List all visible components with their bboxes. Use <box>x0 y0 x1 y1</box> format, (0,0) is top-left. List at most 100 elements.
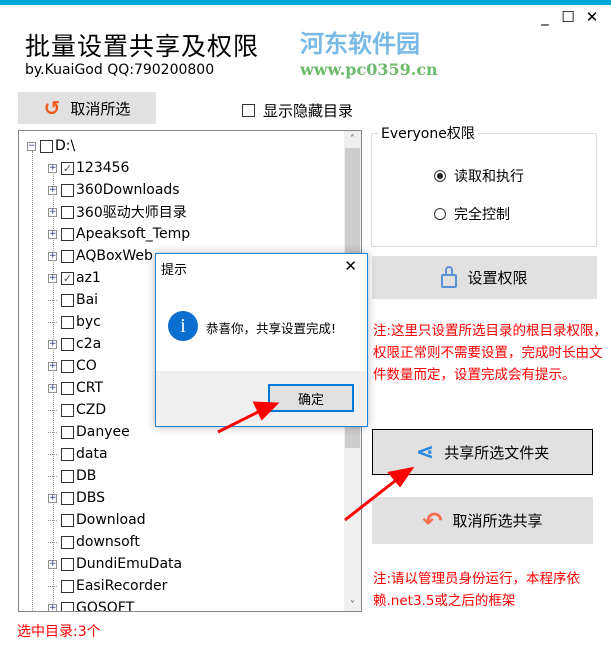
tree-item[interactable]: data <box>48 444 108 464</box>
dialog-title: 提示 <box>161 263 188 278</box>
tree-item[interactable]: +DBS <box>48 488 105 508</box>
checkbox[interactable] <box>61 579 74 593</box>
tree-item[interactable]: + GQSOFT <box>48 598 135 612</box>
radio-read-execute[interactable]: 读取和执行 <box>434 166 524 186</box>
tree-item[interactable]: EasiRecorder <box>48 576 167 596</box>
tree-item-label: Danyee <box>76 424 130 440</box>
checkbox[interactable]: ✓ <box>61 271 74 285</box>
checkbox[interactable] <box>61 425 74 439</box>
tree-item-label: Download <box>76 512 146 528</box>
tree-item-label: GQSOFT <box>76 600 135 612</box>
expand-icon[interactable]: + <box>48 228 57 239</box>
tree-connector <box>48 453 57 455</box>
cancel-selection-label: 取消所选 <box>70 99 131 118</box>
checkbox[interactable] <box>61 293 74 307</box>
radio-read-label: 读取和执行 <box>454 169 524 185</box>
tree-item[interactable]: +Apeaksoft_Temp <box>48 224 190 244</box>
radio-full-control[interactable]: 完全控制 <box>434 204 510 224</box>
collapse-icon[interactable]: − <box>27 140 36 151</box>
tree-item-label: data <box>76 446 108 462</box>
checkbox[interactable] <box>61 227 74 241</box>
checkbox[interactable] <box>61 249 74 263</box>
checkbox[interactable]: ✓ <box>61 161 74 175</box>
checkbox-icon <box>242 104 255 117</box>
expand-icon[interactable]: + <box>48 162 57 173</box>
show-hidden-label: 显示隐藏目录 <box>263 102 354 120</box>
checkbox[interactable] <box>61 513 74 527</box>
tree-item[interactable]: +✓123456 <box>48 158 129 178</box>
tree-item-label: byc <box>76 314 101 330</box>
checkbox[interactable] <box>61 403 74 417</box>
checkbox[interactable] <box>40 139 53 153</box>
checkbox[interactable] <box>61 337 74 351</box>
checkbox[interactable] <box>61 469 74 483</box>
unshare-selected-button[interactable]: ↶ 取消所选共享 <box>372 497 593 544</box>
expand-icon[interactable]: + <box>48 360 57 371</box>
dialog-close-button[interactable]: ✕ <box>344 257 357 275</box>
tree-root[interactable]: − D:\ <box>27 136 75 156</box>
tree-item[interactable]: +360驱动大师目录 <box>48 202 187 222</box>
checkbox[interactable] <box>61 183 74 197</box>
undo-arrow-icon: ↶ <box>422 506 443 535</box>
selected-count: 选中目录:3个 <box>17 624 101 640</box>
tree-item-label: DB <box>76 468 97 484</box>
show-hidden-checkbox[interactable]: 显示隐藏目录 <box>242 100 353 121</box>
expand-icon[interactable]: + <box>48 492 57 503</box>
tree-connector <box>48 519 57 521</box>
checkbox[interactable] <box>61 359 74 373</box>
tree-item[interactable]: downsoft <box>48 532 140 552</box>
expand-icon[interactable]: + <box>48 206 57 217</box>
set-permission-button[interactable]: 设置权限 <box>372 256 597 299</box>
tree-item-label: 360Downloads <box>76 182 180 198</box>
share-label: 共享所选文件夹 <box>444 443 550 462</box>
checkbox[interactable] <box>61 447 74 461</box>
tree-item-label: CO <box>76 358 97 374</box>
expand-icon[interactable]: + <box>48 250 57 261</box>
cancel-selection-button[interactable]: ↺ 取消所选 <box>18 92 156 124</box>
dialog-message: 恭喜你，共享设置完成! <box>206 321 337 336</box>
share-selected-button[interactable]: ⋖ 共享所选文件夹 <box>372 429 593 475</box>
radio-selected-icon <box>434 170 446 182</box>
scroll-up-icon[interactable]: ˄ <box>350 134 355 145</box>
ok-button[interactable]: 确定 <box>268 384 354 412</box>
group-title: Everyone权限 <box>378 123 478 143</box>
tree-item[interactable]: Danyee <box>48 422 130 442</box>
tree-item[interactable]: +c2a <box>48 334 101 354</box>
expand-icon[interactable]: + <box>48 602 57 612</box>
close-button[interactable]: ✕ <box>585 8 599 26</box>
checkbox[interactable] <box>61 535 74 549</box>
tree-item[interactable]: +360Downloads <box>48 180 180 200</box>
tree-item[interactable]: +✓az1 <box>48 268 101 288</box>
expand-icon[interactable]: + <box>48 558 57 569</box>
tree-item[interactable]: CZD <box>48 400 106 420</box>
everyone-permission-group: Everyone权限 读取和执行 完全控制 <box>371 123 597 247</box>
tree-item[interactable]: +DundiEmuData <box>48 554 182 574</box>
expand-icon[interactable]: + <box>48 338 57 349</box>
checkbox[interactable] <box>61 601 74 611</box>
minimize-button[interactable]: _ <box>541 8 549 26</box>
expand-icon[interactable]: + <box>48 184 57 195</box>
tree-item[interactable]: +CRT <box>48 378 103 398</box>
tree-item-label: Bai <box>76 292 99 308</box>
watermark-url: www.pc0359.cn <box>300 60 438 79</box>
set-permission-label: 设置权限 <box>467 269 528 287</box>
checkbox[interactable] <box>61 491 74 505</box>
maximize-button[interactable]: ☐ <box>561 8 575 26</box>
scroll-down-icon[interactable]: ˅ <box>350 600 355 611</box>
checkbox[interactable] <box>61 315 74 329</box>
tree-item[interactable]: Bai <box>48 290 98 310</box>
expand-icon[interactable]: + <box>48 382 57 393</box>
tree-item[interactable]: Download <box>48 510 146 530</box>
tree-item-label: EasiRecorder <box>76 578 168 594</box>
undo-icon: ↺ <box>43 96 61 120</box>
tree-item[interactable]: byc <box>48 312 101 332</box>
checkbox[interactable] <box>61 557 74 571</box>
tree-item[interactable]: + CO <box>48 356 97 376</box>
permission-note: 注:这里只设置所选目录的根目录权限，权限正常则不需要设置，完成时长由文件数量而定… <box>373 323 608 383</box>
tree-item[interactable]: +AQBoxWeb <box>48 246 153 266</box>
unshare-label: 取消所选共享 <box>452 512 543 530</box>
checkbox[interactable] <box>61 205 74 219</box>
expand-icon[interactable]: + <box>48 272 57 283</box>
tree-item[interactable]: DB <box>48 466 96 486</box>
checkbox[interactable] <box>61 381 74 395</box>
